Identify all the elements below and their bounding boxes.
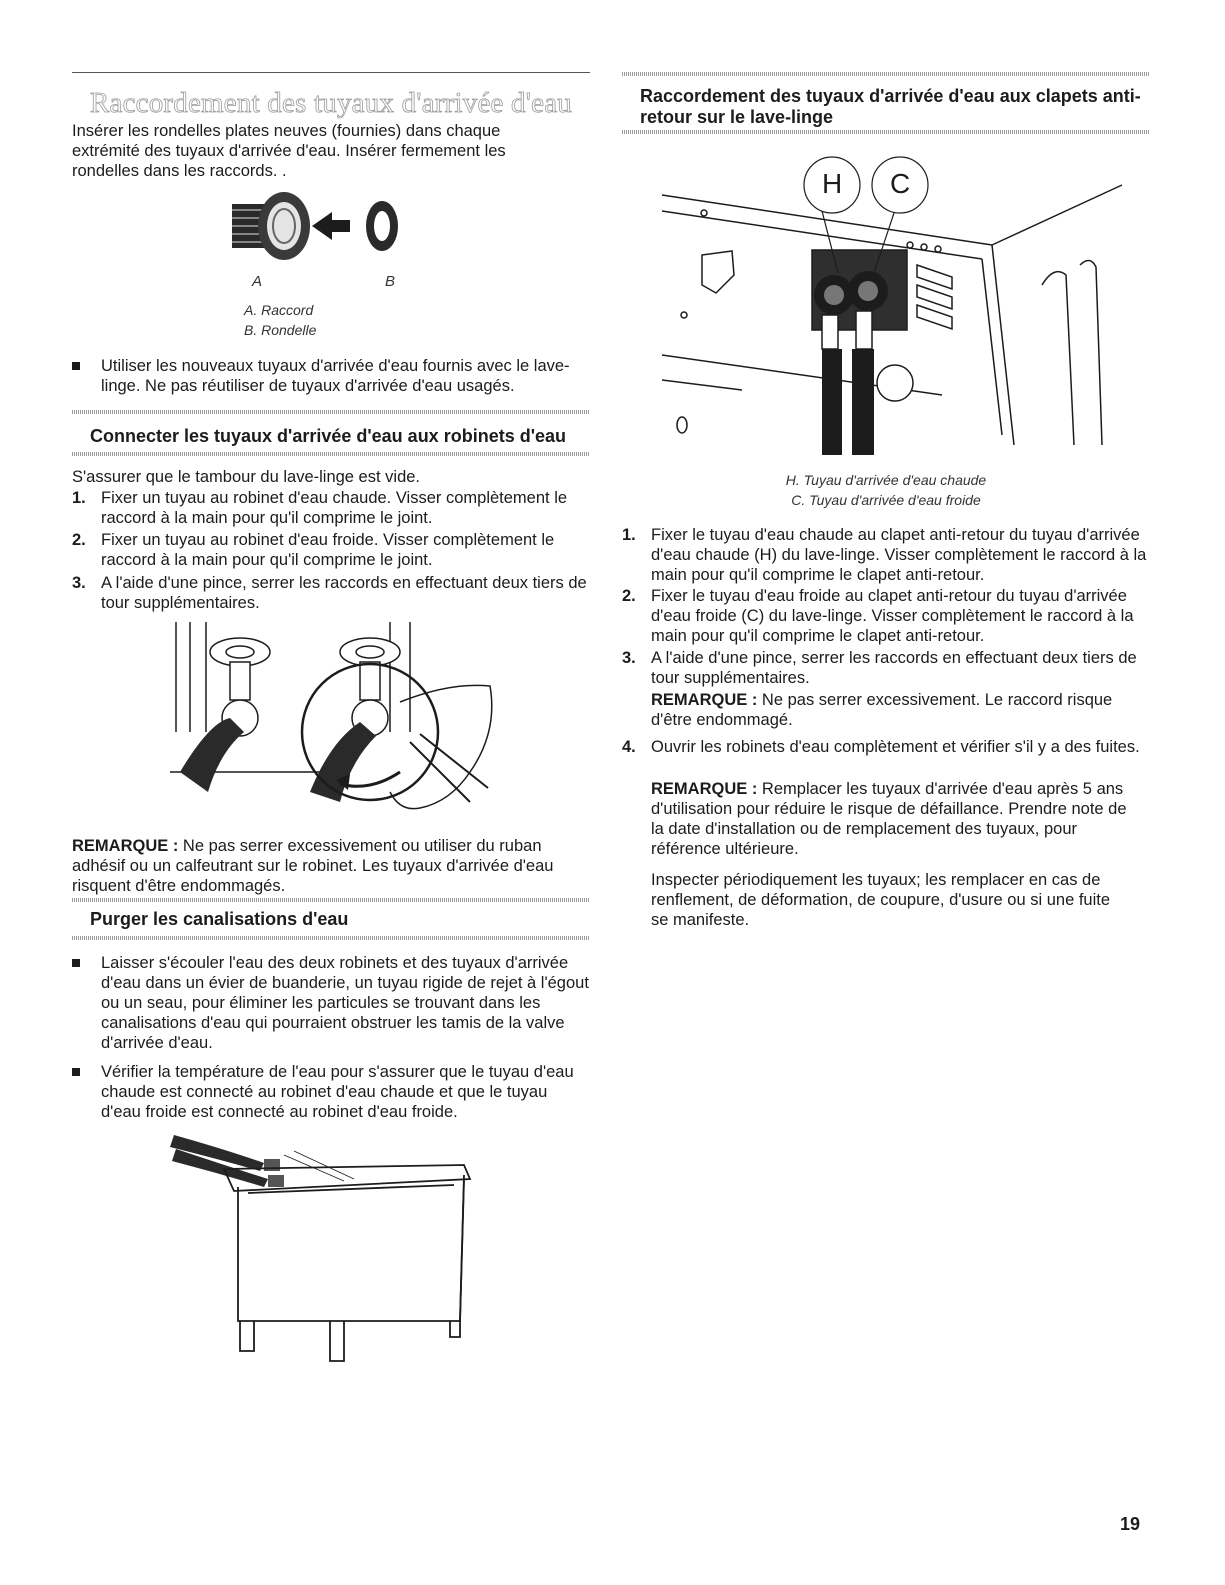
hose-right bbox=[310, 722, 376, 802]
connect-step-3: 3. A l'aide d'une pince, serrer les racc… bbox=[72, 574, 587, 612]
callout-h-label: H bbox=[822, 168, 843, 199]
figure-laundry-tub bbox=[170, 1135, 472, 1362]
laundry-tub bbox=[222, 1150, 472, 1362]
caption-raccord: A. Raccord bbox=[244, 302, 314, 318]
callout-c-label: C bbox=[890, 168, 911, 199]
intro-text: Insérer les rondelles plates neuves (fou… bbox=[72, 122, 506, 180]
hand-outline bbox=[389, 684, 493, 810]
section-title: Raccordement des tuyaux d'arrivée d'eau bbox=[89, 87, 573, 120]
caption-rondelle: B. Rondelle bbox=[244, 322, 317, 338]
hatch-rule bbox=[72, 898, 590, 902]
zoom-circle bbox=[300, 662, 440, 802]
hatch-rule bbox=[622, 72, 1150, 76]
figure-coupling-washer bbox=[232, 192, 398, 260]
hot-faucet bbox=[209, 637, 271, 737]
figure-label-b: B bbox=[385, 273, 396, 290]
hose-left bbox=[180, 718, 244, 792]
hatch-rule bbox=[72, 936, 590, 940]
valve-step-3: 3. A l'aide d'une pince, serrer les racc… bbox=[622, 649, 1137, 687]
callout-h-circle bbox=[803, 156, 861, 214]
hatch-rule bbox=[72, 410, 590, 414]
figure-label-a: A bbox=[252, 273, 263, 290]
hatch-rule bbox=[72, 452, 590, 456]
bullet-marker bbox=[72, 362, 80, 370]
valve-remark-1: REMARQUE : Ne pas serrer excessivement. … bbox=[651, 691, 1113, 729]
inspect-text: Inspecter périodiquement les tuyaux; les… bbox=[651, 871, 1111, 929]
callout-c-circle bbox=[871, 156, 929, 214]
figure-washer-inlets bbox=[661, 156, 1123, 455]
valve-step-4: 4. Ouvrir les robinets d'eau complètemen… bbox=[622, 738, 1140, 756]
heading-connect: Connecter les tuyaux d'arrivée d'eau aux… bbox=[90, 426, 566, 446]
caption-hot-hose: H. Tuyau d'arrivée d'eau chaude bbox=[785, 472, 987, 488]
connect-step-2: 2. Fixer un tuyau au robinet d'eau froid… bbox=[72, 531, 555, 569]
cold-faucet bbox=[339, 637, 401, 737]
pliers-handle bbox=[409, 733, 489, 803]
cold-hose-connector bbox=[848, 271, 888, 455]
hatch-rule bbox=[622, 130, 1150, 134]
valve-remark-2: REMARQUE : Remplacer les tuyaux d'arrivé… bbox=[651, 780, 1127, 858]
connect-remark: REMARQUE : Ne pas serrer excessivement o… bbox=[72, 837, 554, 895]
caption-cold-hose: C. Tuyau d'arrivée d'eau froide bbox=[791, 492, 981, 508]
bullet-marker bbox=[72, 959, 80, 967]
valve-step-2: 2. Fixer le tuyau d'eau froide au clapet… bbox=[622, 587, 1134, 645]
page-number: 19 bbox=[1119, 1514, 1140, 1534]
valve-step-1: 1. Fixer le tuyau d'eau chaude au clapet… bbox=[622, 526, 1147, 584]
washer-illustration bbox=[366, 201, 398, 251]
latch-shape bbox=[701, 250, 735, 294]
connect-step-1: 1. Fixer un tuyau au robinet d'eau chaud… bbox=[72, 489, 568, 527]
top-rule bbox=[72, 72, 590, 73]
heading-check-valves: Raccordement des tuyaux d'arrivée d'eau … bbox=[640, 86, 1141, 127]
tub-hoses bbox=[170, 1135, 284, 1187]
hot-hose-connector bbox=[814, 275, 854, 455]
figure-faucets-pliers bbox=[170, 622, 493, 810]
connect-intro: S'assurer que le tambour du lave-linge e… bbox=[72, 468, 421, 486]
coupling-illustration bbox=[232, 192, 350, 260]
bullet-marker bbox=[72, 1068, 80, 1076]
heading-purge: Purger les canalisations d'eau bbox=[90, 909, 349, 929]
